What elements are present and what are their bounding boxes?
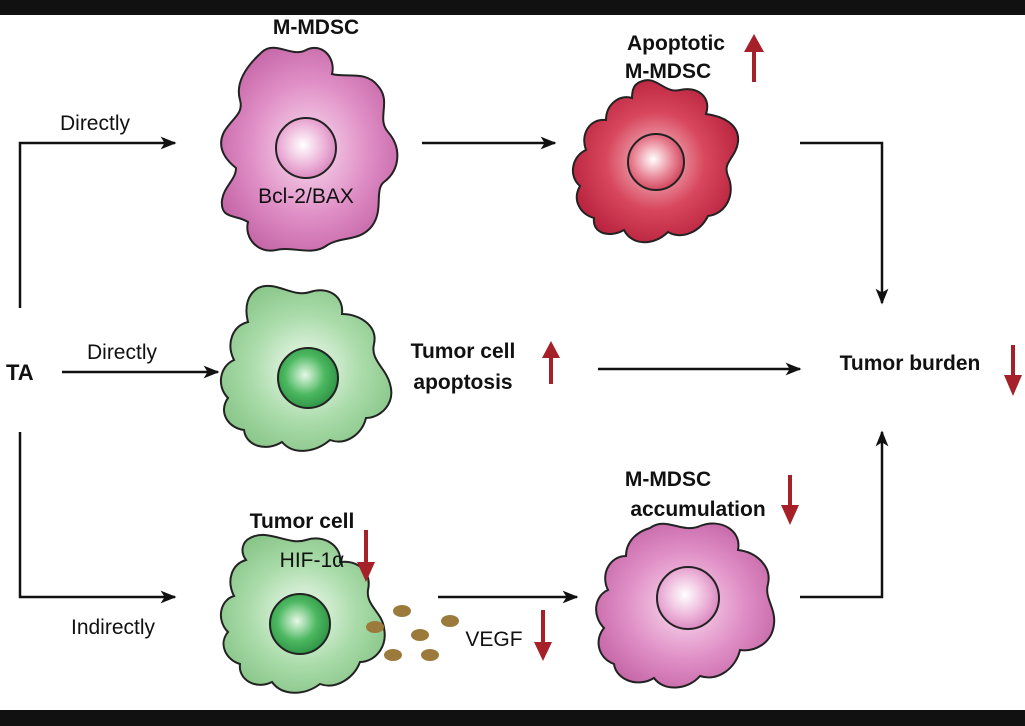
vegf-particle bbox=[441, 615, 459, 627]
vegf-particle bbox=[393, 605, 411, 617]
bottom-tumor-title: Tumor cell bbox=[250, 510, 355, 533]
arrow-accumulation-to-burden bbox=[800, 430, 889, 599]
apoptotic-title-line1: Apoptotic bbox=[627, 32, 725, 55]
down-arrow-icon bbox=[1004, 345, 1022, 396]
vegf-particles bbox=[366, 605, 459, 661]
accumulation-line1: M-MDSC bbox=[625, 468, 711, 491]
watermark: 知乎 @云希多肽化工 bbox=[762, 670, 995, 699]
connectors bbox=[18, 136, 889, 604]
accumulation-line2: accumulation bbox=[630, 498, 765, 521]
apoptotic-nucleus bbox=[627, 133, 685, 191]
down-arrow-icon bbox=[534, 610, 552, 661]
tumor-cell-bottom-nucleus bbox=[269, 593, 331, 655]
apoptotic-mmdsc-cell bbox=[571, 79, 740, 244]
up-arrow-icon bbox=[744, 34, 764, 82]
arrow-ta-to-tumor-indirect bbox=[18, 432, 177, 604]
tumor-apoptosis-line2: apoptosis bbox=[413, 371, 512, 394]
apoptotic-title-line2: M-MDSC bbox=[625, 60, 711, 83]
indirectly-label: Indirectly bbox=[71, 616, 156, 639]
arrow-ta-to-mmdsc bbox=[18, 136, 177, 308]
hif-label: HIF-1α bbox=[280, 549, 345, 572]
bcl2-bax-label: Bcl-2/BAX bbox=[258, 185, 354, 208]
directly-top-label: Directly bbox=[60, 112, 131, 135]
down-arrow-icon bbox=[357, 530, 375, 582]
arrow-apoptotic-to-burden bbox=[800, 141, 889, 305]
vegf-label: VEGF bbox=[465, 628, 522, 651]
vegf-particle bbox=[384, 649, 402, 661]
tumor-apoptosis-line1: Tumor cell bbox=[411, 340, 516, 363]
vegf-particle bbox=[411, 629, 429, 641]
mmdsc-cell-accumulation bbox=[595, 522, 776, 689]
indicators bbox=[357, 34, 1022, 661]
tumor-cell-mid bbox=[219, 285, 393, 452]
tumor-cell-mid-nucleus bbox=[277, 347, 339, 409]
mmdsc-top-title: M-MDSC bbox=[273, 16, 359, 39]
mmdsc-nucleus bbox=[275, 117, 337, 179]
directly-mid-label: Directly bbox=[87, 341, 158, 364]
ta-label: TA bbox=[6, 360, 34, 385]
down-arrow-icon bbox=[781, 475, 799, 525]
vegf-particle bbox=[366, 621, 384, 633]
mmdsc-accum-nucleus bbox=[656, 566, 720, 630]
up-arrow-icon bbox=[542, 341, 560, 384]
tumor-burden-label: Tumor burden bbox=[840, 352, 981, 375]
vegf-particle bbox=[421, 649, 439, 661]
mmdsc-cell-top bbox=[220, 46, 399, 252]
tumor-cell-bottom bbox=[219, 533, 386, 694]
